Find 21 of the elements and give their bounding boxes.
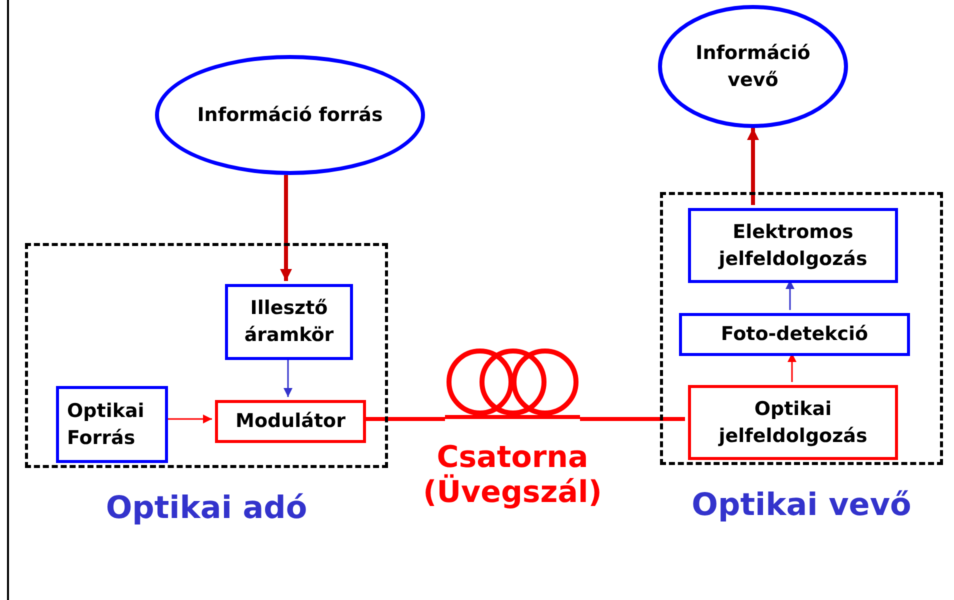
process-box xyxy=(679,313,910,356)
node-label: Információ vevő xyxy=(694,40,812,92)
connector-line xyxy=(580,417,685,421)
connector-line xyxy=(363,417,445,421)
arrow xyxy=(747,128,759,205)
process-box xyxy=(688,385,898,460)
process-box xyxy=(215,400,366,443)
node-label: Foto-detekció xyxy=(720,322,868,348)
node-label: Modulátor xyxy=(236,409,346,434)
node-label: Optikai Forrás xyxy=(67,398,146,450)
group-heading: Optikai adó xyxy=(106,493,308,524)
node-label: Optikai jelfeldolgozás xyxy=(717,396,868,448)
node-label: Illesztő áramkör xyxy=(243,296,335,348)
group-heading: Optikai vevő xyxy=(692,490,912,521)
arrow xyxy=(280,175,292,281)
channel-caption: Csatorna (Üvegszál) xyxy=(422,441,603,510)
process-box xyxy=(688,208,898,283)
node-label: Elektromos jelfeldolgozás xyxy=(717,220,868,272)
process-box xyxy=(225,284,353,360)
node-label: Információ forrás xyxy=(197,102,383,128)
process-box xyxy=(56,386,168,463)
